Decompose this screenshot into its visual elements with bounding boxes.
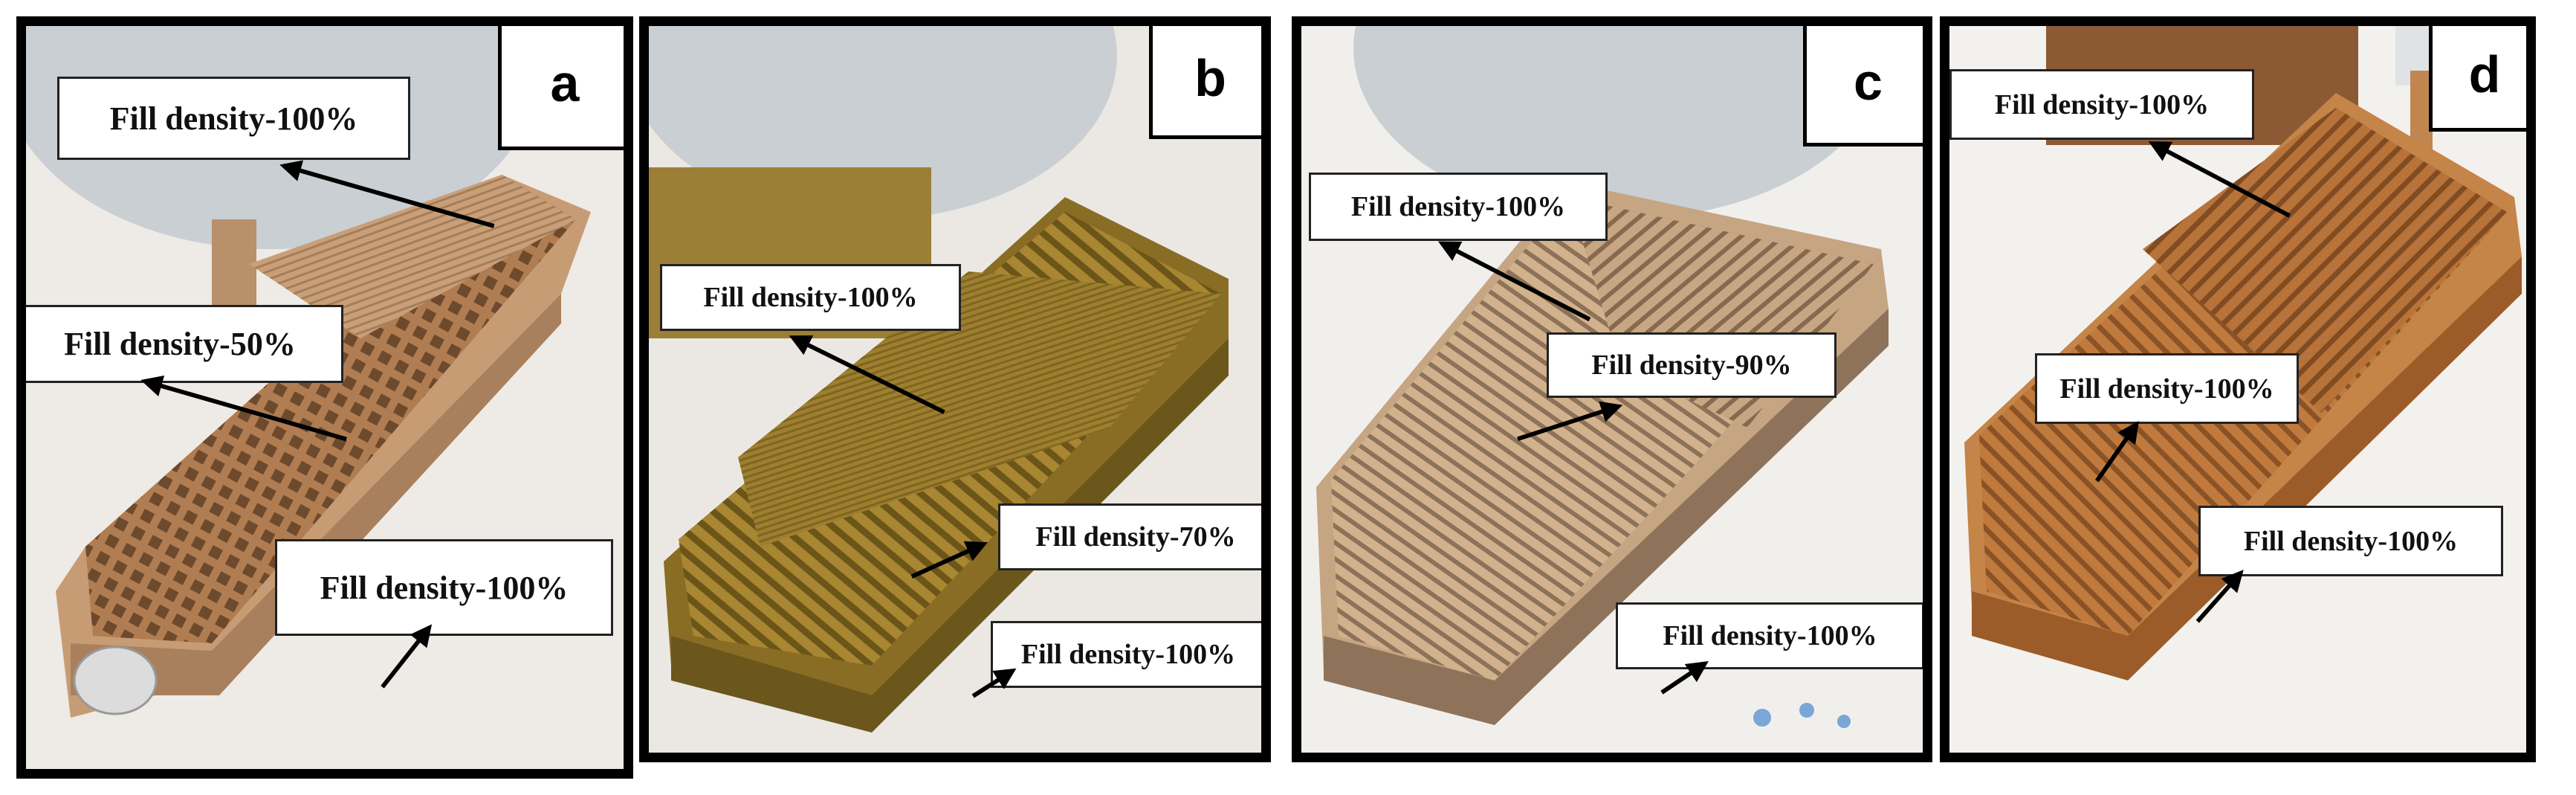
callout-c-3: Fill density-100% <box>1616 602 1923 669</box>
panel-label-a: a <box>498 26 624 150</box>
callout-d-2: Fill density-100% <box>2035 353 2299 424</box>
panel-label-b: b <box>1149 26 1261 139</box>
panel-c: c Fill density-100% Fill density-90% Fil… <box>1292 16 1932 762</box>
callout-c-1: Fill density-100% <box>1309 173 1608 241</box>
coin <box>73 646 158 715</box>
nozzle-head <box>1353 26 1889 219</box>
callout-b-2: Fill density-70% <box>998 503 1261 570</box>
panel-label-c: c <box>1803 26 1923 147</box>
callout-d-1: Fill density-100% <box>1949 69 2254 140</box>
callout-b-3: Fill density-100% <box>991 621 1261 688</box>
panel-label-d: d <box>2429 26 2526 132</box>
callout-a-1: Fill density-100% <box>57 77 410 160</box>
panel-b: b Fill density-100% Fill density-70% Fil… <box>639 16 1271 762</box>
panel-d: d Fill density-100% Fill density-100% Fi… <box>1940 16 2536 762</box>
callout-b-1: Fill density-100% <box>660 264 961 331</box>
callout-c-2: Fill density-90% <box>1547 332 1836 398</box>
callout-a-2: Fill density-50% <box>26 305 343 383</box>
callout-d-3: Fill density-100% <box>2198 506 2503 576</box>
callout-a-3: Fill density-100% <box>275 539 613 636</box>
panel-a: a Fill density-100% Fill density-50% Fil… <box>16 16 633 779</box>
